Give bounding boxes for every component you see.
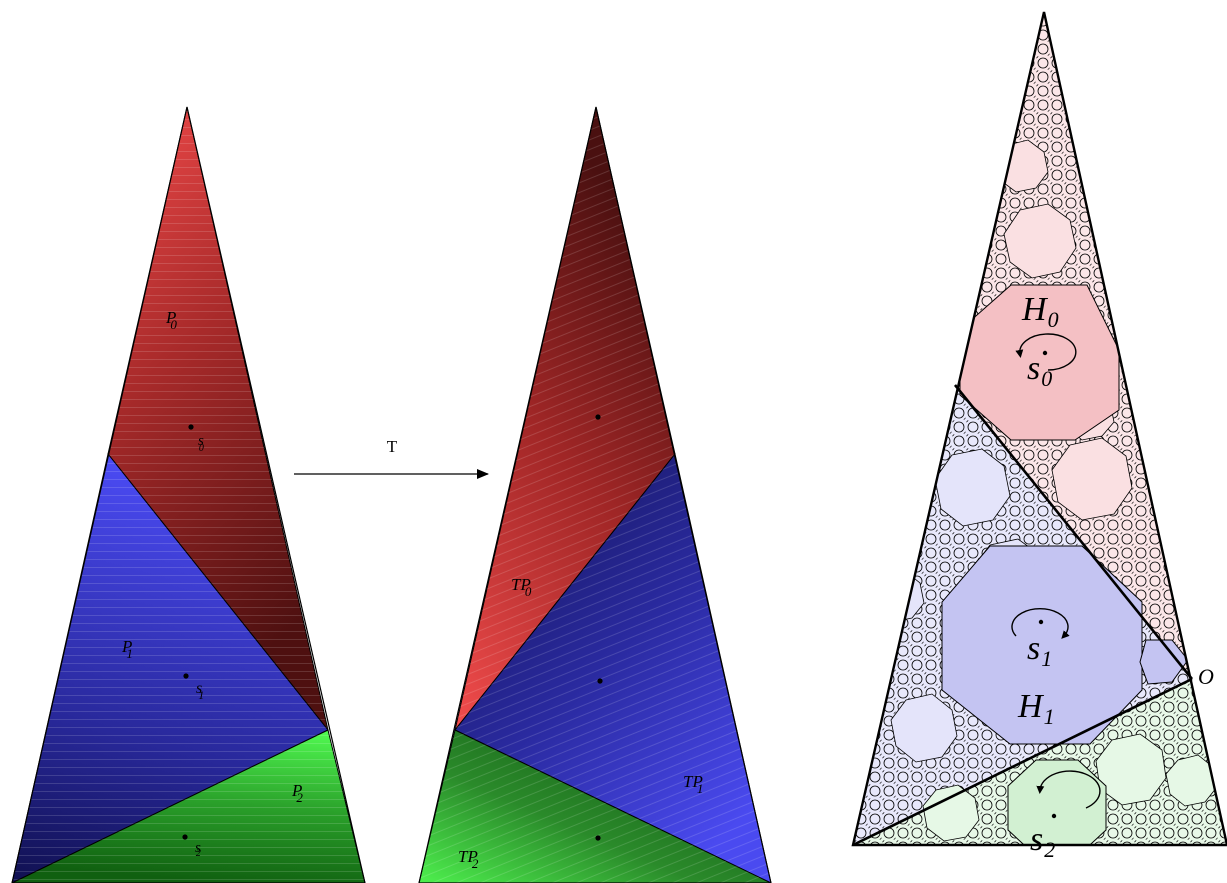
- region-p0-stripes: [108, 107, 328, 730]
- point-ts1: [597, 678, 603, 684]
- point-right-s2: [1051, 813, 1057, 819]
- label-h0: H0: [1021, 291, 1059, 332]
- rotation-arrow-s1: [1011, 608, 1070, 639]
- label-h1: H1: [1017, 688, 1055, 729]
- middle-image-diagram: TP0 TP1 TP2: [418, 106, 772, 883]
- point-ts0: [595, 414, 601, 420]
- map-arrow: T: [294, 437, 489, 479]
- region-tp0-stripes: [455, 107, 675, 730]
- point-s0: [188, 424, 194, 430]
- label-p1: P1: [121, 637, 133, 661]
- rotation-arrow-s0: [1015, 333, 1077, 371]
- octagon-h2: [1007, 759, 1107, 845]
- rotation-arrow-s2: [1036, 770, 1101, 809]
- label-p2: P2: [291, 781, 303, 805]
- label-right-s1: s1: [1027, 630, 1052, 671]
- label-tp0: TP0: [511, 575, 532, 599]
- region-tp1-stripes: [455, 454, 771, 883]
- region-p1-stripes: [12, 454, 328, 883]
- point-right-s0: [1042, 350, 1048, 356]
- divider-1-2: [852, 677, 1193, 847]
- left-outline: [11, 106, 366, 883]
- label-tp1: TP1: [683, 772, 703, 796]
- label-tp2: TP2: [458, 847, 479, 871]
- label-right-s2: s2: [1030, 821, 1055, 862]
- label-p0: P0: [165, 308, 177, 332]
- point-s2: [182, 834, 188, 840]
- label-s1: s1: [196, 680, 204, 702]
- region-p2-stripes: [12, 730, 365, 883]
- label-s0: s0: [198, 433, 204, 454]
- left-partition-diagram: P0 s0 P1 s1 P2 s2: [11, 106, 366, 883]
- hexagon-small-blue: [1139, 639, 1189, 685]
- point-ts2: [595, 835, 601, 841]
- octagon-h1: [941, 545, 1143, 745]
- label-right-s0: s0: [1027, 350, 1052, 391]
- divider-0-1: [953, 384, 1194, 680]
- point-right-s1: [1038, 619, 1044, 625]
- label-o: O: [1198, 664, 1214, 689]
- label-s2: s2: [195, 840, 201, 859]
- region-tp2-stripes: [419, 730, 771, 883]
- right-outline: [851, 11, 1227, 847]
- arrow-label-t: T: [387, 437, 398, 456]
- middle-outline: [418, 106, 772, 883]
- point-s1: [183, 673, 189, 679]
- right-fractal-diagram: H0 s0 s1 H1 s2 O: [851, 11, 1227, 862]
